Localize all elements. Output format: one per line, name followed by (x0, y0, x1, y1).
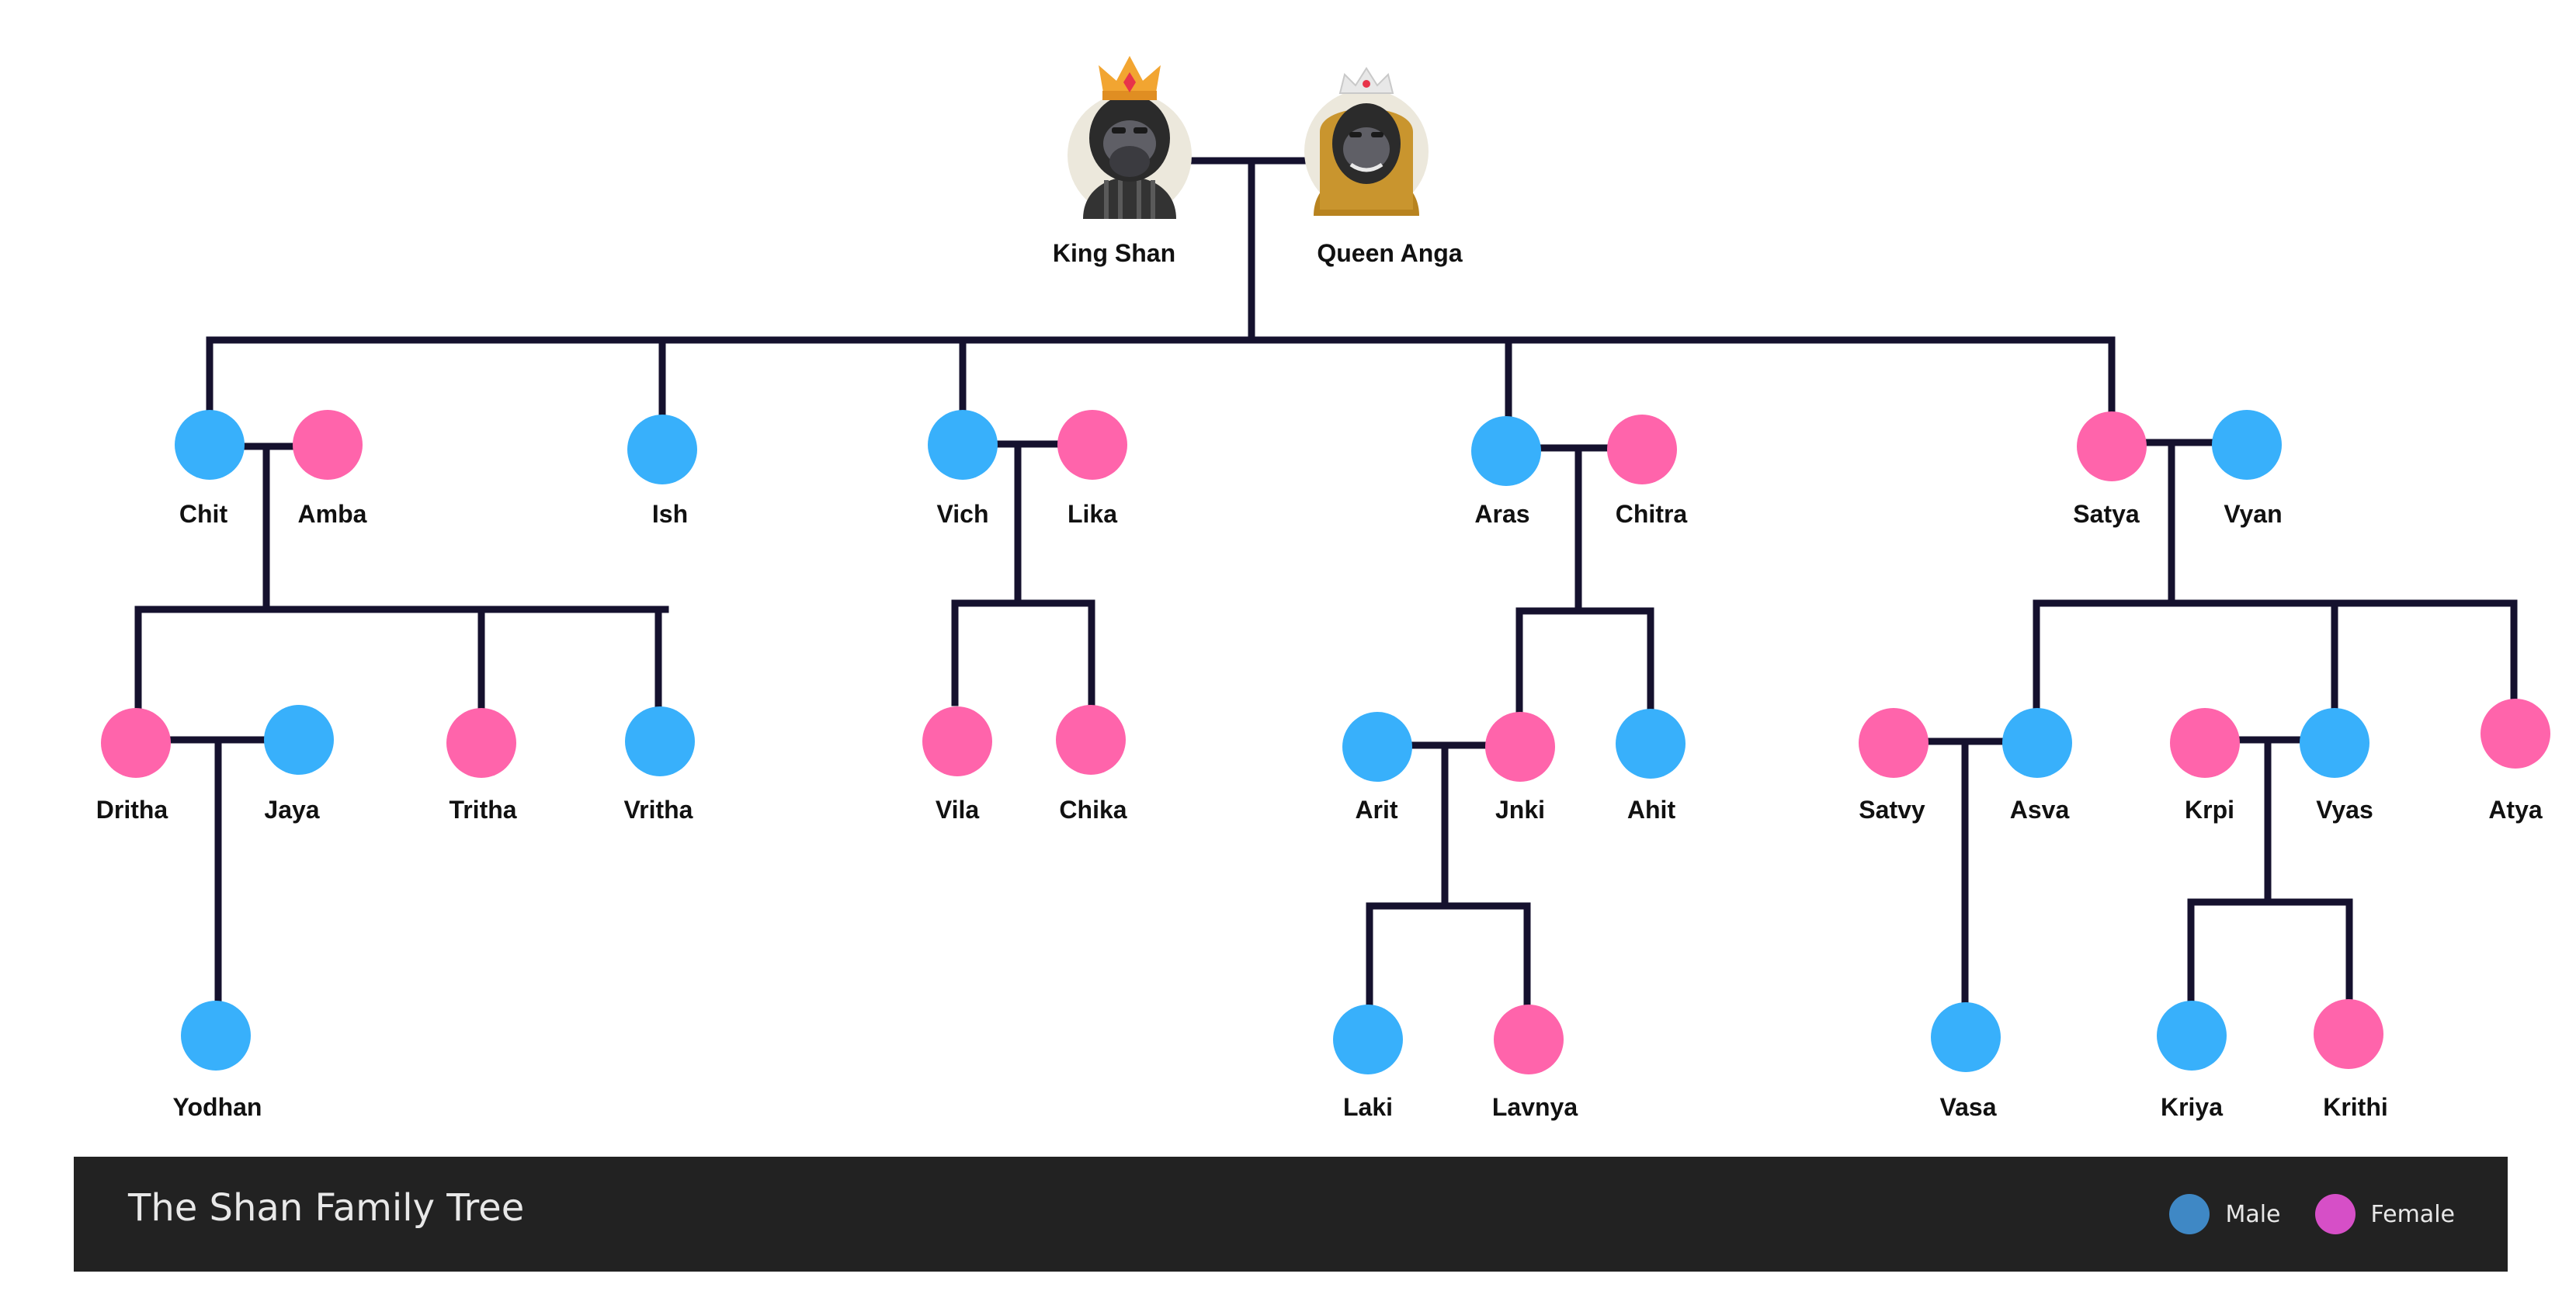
person-name-vasa: Vasa (1940, 1093, 1997, 1121)
queen-anga-name: Queen Anga (1317, 239, 1462, 267)
person-name-krpi: Krpi (2185, 796, 2234, 824)
person-name-vritha: Vritha (624, 796, 693, 824)
person-node-amba (293, 410, 363, 480)
person-node-laki (1333, 1005, 1403, 1074)
person-name-kriya: Kriya (2161, 1093, 2223, 1121)
person-node-lika (1057, 410, 1127, 480)
person-name-asva: Asva (2010, 796, 2070, 824)
person-node-asva (2002, 708, 2072, 778)
legend-male-swatch (2169, 1194, 2210, 1234)
person-name-vich: Vich (937, 500, 989, 528)
person-name-lika: Lika (1068, 500, 1117, 528)
king-shan-name: King Shan (1053, 239, 1175, 267)
person-name-vyan: Vyan (2224, 500, 2282, 528)
king-shan-avatar (1068, 56, 1192, 219)
person-node-vich (928, 410, 998, 480)
person-node-satya (2077, 411, 2147, 481)
footer-bar: The Shan Family Tree Male Female (74, 1157, 2508, 1272)
legend-male-label: Male (2225, 1200, 2281, 1228)
person-node-aras (1471, 416, 1541, 486)
person-name-aras: Aras (1474, 500, 1529, 528)
person-name-yodhan: Yodhan (173, 1093, 262, 1121)
person-node-atya (2481, 699, 2550, 769)
legend-female-swatch (2314, 1194, 2356, 1234)
person-name-vila: Vila (936, 796, 980, 824)
person-node-vasa (1931, 1002, 2001, 1072)
person-node-vila (922, 706, 992, 776)
person-node-satvy (1859, 708, 1929, 778)
person-name-amba: Amba (298, 500, 367, 528)
person-name-satya: Satya (2073, 500, 2140, 528)
person-node-tritha (446, 708, 516, 778)
person-name-ahit: Ahit (1627, 796, 1676, 824)
queen-anga-avatar (1304, 67, 1429, 216)
diagram-title: The Shan Family Tree (128, 1186, 525, 1230)
person-node-ahit (1616, 709, 1686, 779)
person-name-arit: Arit (1355, 796, 1397, 824)
person-name-vyas: Vyas (2316, 796, 2373, 824)
person-node-chitra (1607, 415, 1677, 484)
legend: Male Female (2169, 1194, 2455, 1234)
person-node-jaya (264, 705, 334, 775)
person-name-chit: Chit (179, 500, 228, 528)
person-node-chika (1056, 705, 1126, 775)
person-node-krpi (2170, 708, 2240, 778)
legend-female-label: Female (2370, 1200, 2455, 1228)
person-node-vritha (625, 706, 695, 776)
person-name-krithi: Krithi (2323, 1093, 2388, 1121)
person-name-ish: Ish (652, 500, 688, 528)
person-name-chika: Chika (1059, 796, 1127, 824)
person-name-jaya: Jaya (264, 796, 319, 824)
person-name-atya: Atya (2488, 796, 2543, 824)
person-node-ish (627, 415, 697, 484)
person-node-chit (175, 410, 245, 480)
person-node-dritha (101, 708, 171, 778)
person-node-arit (1342, 712, 1412, 782)
person-node-krithi (2314, 999, 2383, 1069)
person-name-chitra: Chitra (1616, 500, 1688, 528)
person-node-yodhan (181, 1001, 251, 1071)
person-name-dritha: Dritha (96, 796, 168, 824)
person-nodes: Chit Amba Ish Vich Lika Aras Chitra Satya VyanDr… (96, 410, 2550, 1121)
person-name-lavnya: Lavnya (1492, 1093, 1578, 1121)
person-name-jnki: Jnki (1495, 796, 1545, 824)
person-name-tritha: Tritha (449, 796, 516, 824)
person-node-kriya (2157, 1001, 2227, 1071)
connector-lines (134, 157, 2518, 1010)
person-node-jnki (1485, 712, 1555, 782)
person-name-laki: Laki (1343, 1093, 1393, 1121)
person-node-vyas (2300, 708, 2369, 778)
person-node-vyan (2212, 410, 2282, 480)
person-node-lavnya (1494, 1005, 1564, 1074)
person-name-satvy: Satvy (1859, 796, 1925, 824)
